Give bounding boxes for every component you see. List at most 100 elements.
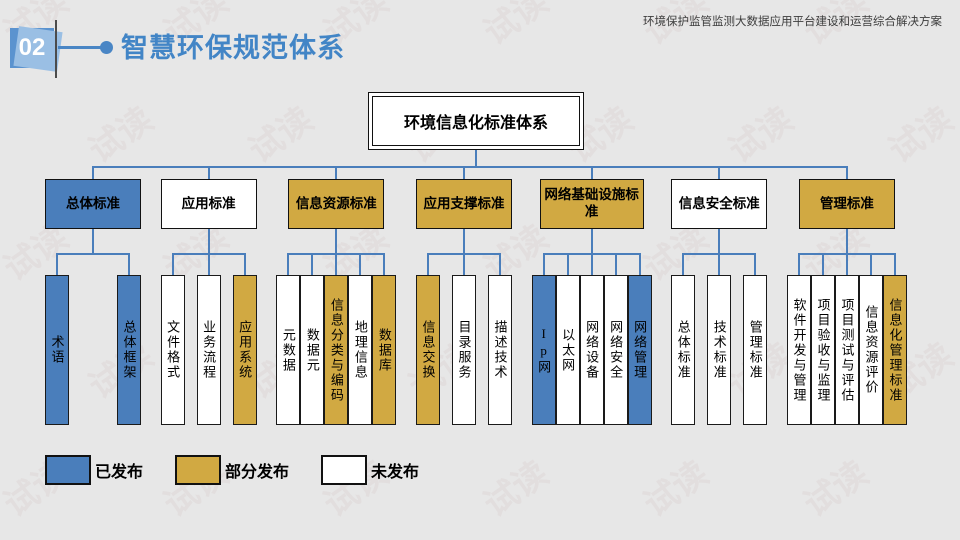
child-node: 信息资源评价 xyxy=(858,275,883,425)
legend-label: 未发布 xyxy=(371,464,420,481)
child-node: Ip网 xyxy=(531,275,556,425)
child-connector-line xyxy=(683,253,756,255)
branch-node: 网络基础设施标准 xyxy=(539,179,644,229)
branch-down-stub xyxy=(718,229,721,253)
child-connector-stub xyxy=(682,253,685,275)
org-chart: 环境信息化标准体系 总体标准术语总体框架应用标准文件格式业务流程应用系统信息资源… xyxy=(45,92,907,425)
child-node-wrap: 项目验收与监理 xyxy=(810,253,835,425)
child-node: 应用系统 xyxy=(232,275,257,425)
branch-connector-stub xyxy=(462,166,465,179)
child-node-wrap: 管理标准 xyxy=(743,253,768,425)
child-node-wrap: 信息化管理标准 xyxy=(882,253,907,425)
child-connector-stub xyxy=(359,253,362,275)
child-connector-stub xyxy=(718,253,721,275)
child-node-wrap: 信息分类与编码 xyxy=(324,253,349,425)
branch-2: 应用标准文件格式业务流程应用系统 xyxy=(160,166,257,425)
watermark-text: 试读 xyxy=(957,0,960,53)
branch-node: 应用标准 xyxy=(160,179,257,229)
child-node-wrap: 目录服务 xyxy=(451,253,476,425)
branches-row: 总体标准术语总体框架应用标准文件格式业务流程应用系统信息资源标准元数据数据元信息… xyxy=(45,166,907,425)
branch-connector-stub xyxy=(92,166,94,179)
child-connector-stub xyxy=(335,253,338,275)
child-connector-stub xyxy=(243,253,246,275)
child-node: 项目测试与评估 xyxy=(834,275,859,425)
branch-children: Ip网以太网网络设备网络安全网络管理 xyxy=(531,253,652,425)
child-connector-stub xyxy=(893,253,896,275)
child-connector-stub xyxy=(845,253,848,275)
branch-children: 总体标准技术标准管理标准 xyxy=(671,253,768,425)
root-node-label: 环境信息化标准体系 xyxy=(372,96,580,146)
branch-7: 管理标准软件开发与管理项目验收与监理项目测试与评估信息资源评价信息化管理标准 xyxy=(786,166,907,425)
child-node-wrap: 元数据 xyxy=(276,253,301,425)
child-node-wrap: 数据元 xyxy=(300,253,325,425)
child-node-wrap: 软件开发与管理 xyxy=(786,253,811,425)
child-node: 描述技术 xyxy=(487,275,512,425)
child-node: 技术标准 xyxy=(707,275,732,425)
child-node-wrap: 网络安全 xyxy=(603,253,628,425)
child-node-wrap: 项目测试与评估 xyxy=(834,253,859,425)
child-node-wrap: 术语 xyxy=(45,253,69,425)
child-node-wrap: 地理信息 xyxy=(348,253,373,425)
child-node-wrap: 网络设备 xyxy=(579,253,604,425)
branch-node: 管理标准 xyxy=(798,179,895,229)
branch-down-stub xyxy=(462,229,465,253)
branch-children: 元数据数据元信息分类与编码地理信息数据库 xyxy=(276,253,397,425)
child-connector-stub xyxy=(542,253,545,275)
watermark-text: 试读 xyxy=(637,454,715,525)
child-node-wrap: 文件格式 xyxy=(160,253,185,425)
child-connector-stub xyxy=(287,253,290,275)
child-node-wrap: 业务流程 xyxy=(196,253,221,425)
child-connector-stub xyxy=(171,253,174,275)
child-connector-stub xyxy=(821,253,824,275)
child-node-wrap: 描述技术 xyxy=(487,253,512,425)
child-node-wrap: 数据库 xyxy=(372,253,397,425)
branch-4: 应用支撑标准信息交换目录服务描述技术 xyxy=(415,166,512,425)
child-connector-stub xyxy=(797,253,800,275)
child-node: 元数据 xyxy=(276,275,301,425)
child-connector-line xyxy=(798,253,895,255)
child-node: 信息分类与编码 xyxy=(324,275,349,425)
branch-down-stub xyxy=(335,229,338,253)
branch-node: 应用支撑标准 xyxy=(415,179,512,229)
child-node: 软件开发与管理 xyxy=(786,275,811,425)
child-node: 数据元 xyxy=(300,275,325,425)
child-node: 业务流程 xyxy=(196,275,221,425)
branch-6: 信息安全标准总体标准技术标准管理标准 xyxy=(671,166,768,425)
legend-swatch xyxy=(175,455,222,485)
child-node: 术语 xyxy=(45,275,69,425)
branch-children: 信息交换目录服务描述技术 xyxy=(415,253,512,425)
child-node: 总体标准 xyxy=(671,275,696,425)
branch-node: 总体标准 xyxy=(45,179,141,229)
branch-connector-stub xyxy=(845,166,848,179)
legend-item: 已发布 xyxy=(45,455,143,485)
child-node: 地理信息 xyxy=(348,275,373,425)
root-connector-stub xyxy=(475,150,477,166)
child-node: 网络设备 xyxy=(579,275,604,425)
branch-node: 信息资源标准 xyxy=(288,179,385,229)
legend-label: 已发布 xyxy=(95,464,144,481)
child-connector-stub xyxy=(638,253,641,275)
branch-connector-stub xyxy=(718,166,721,179)
bullet-dot-icon xyxy=(100,41,113,54)
child-node: 网络安全 xyxy=(603,275,628,425)
branch-connector-stub xyxy=(335,166,338,179)
child-connector-stub xyxy=(566,253,569,275)
branch-connector-stub xyxy=(590,166,593,179)
child-node: 项目验收与监理 xyxy=(810,275,835,425)
branch-down-stub xyxy=(845,229,848,253)
legend-label: 部分发布 xyxy=(225,464,290,481)
child-node-wrap: 应用系统 xyxy=(232,253,257,425)
child-connector-stub xyxy=(754,253,757,275)
header-divider xyxy=(55,20,57,78)
child-node: 信息化管理标准 xyxy=(882,275,907,425)
document-subtitle: 环境保护监管监测大数据应用平台建设和运营综合解决方案 xyxy=(643,16,942,28)
child-node-wrap: 以太网 xyxy=(555,253,580,425)
top-connector-line xyxy=(93,166,847,168)
child-node: 文件格式 xyxy=(160,275,185,425)
child-node-wrap: 技术标准 xyxy=(707,253,732,425)
child-connector-stub xyxy=(869,253,872,275)
child-connector-stub xyxy=(56,253,58,275)
child-node-wrap: Ip网 xyxy=(531,253,556,425)
child-node-wrap: 信息交换 xyxy=(415,253,440,425)
legend-swatch xyxy=(45,455,91,485)
